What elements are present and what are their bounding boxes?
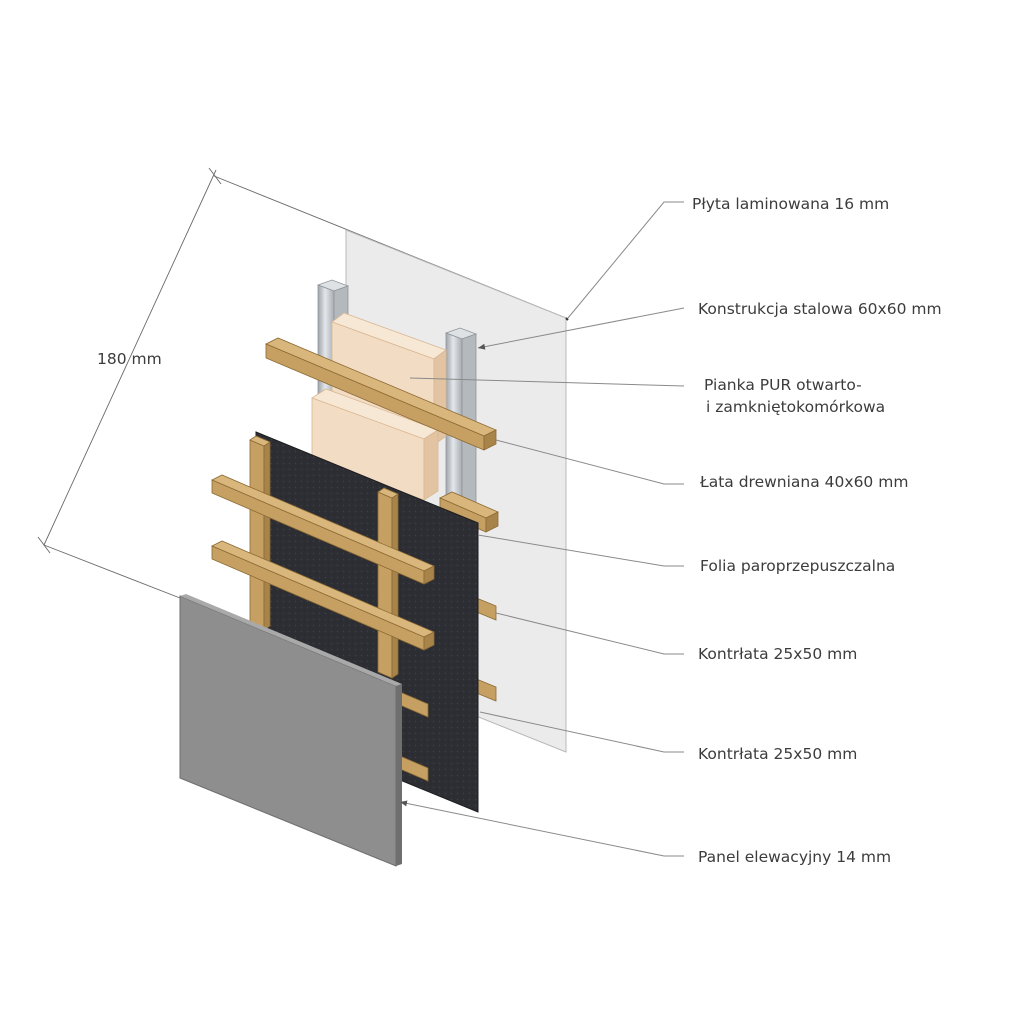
label-counter-batten-2: Kontrłata 25x50 mm [698, 745, 857, 763]
layer-labels: Płyta laminowana 16 mm Konstrukcja stalo… [692, 195, 942, 866]
label-pur-foam-line2: i zamkniętokomórkowa [706, 398, 885, 416]
label-steel-frame: Konstrukcja stalowa 60x60 mm [698, 300, 942, 318]
label-pur-foam-line1: Pianka PUR otwarto- [704, 376, 862, 394]
counter-batten-horizontal [211, 474, 435, 782]
laminate-board-edge [565, 317, 569, 321]
label-wood-batten: Łata drewniana 40x60 mm [699, 473, 908, 491]
wood-batten-upper [265, 337, 497, 451]
label-counter-batten-1: Kontrłata 25x50 mm [698, 645, 857, 663]
label-laminate-board: Płyta laminowana 16 mm [692, 195, 889, 213]
dimension-label: 180 mm [97, 350, 162, 368]
label-facade-panel: Panel elewacyjny 14 mm [698, 848, 891, 866]
label-membrane: Folia paroprzepuszczalna [700, 557, 895, 575]
leader-lines [399, 201, 685, 857]
facade-panel [179, 594, 402, 867]
